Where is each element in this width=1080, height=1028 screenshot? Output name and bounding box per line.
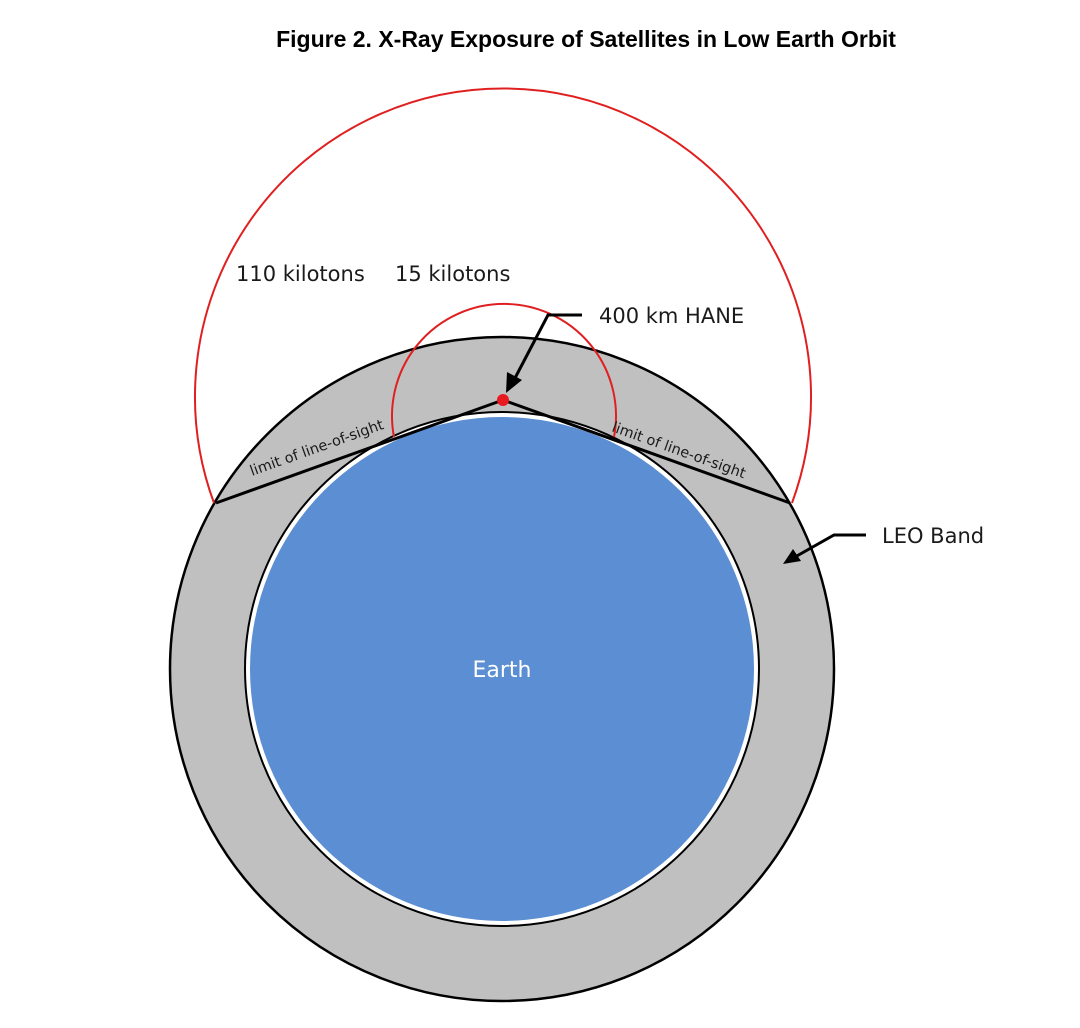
exposure-circle-110kt	[194, 87, 812, 504]
burst-arrow	[506, 313, 582, 393]
leo-band-arrow	[783, 533, 866, 564]
label-burst-hane: 400 km HANE	[599, 304, 744, 328]
page-title: Figure 2. X-Ray Exposure of Satellites i…	[276, 26, 896, 52]
label-earth: Earth	[473, 658, 532, 683]
line-of-sight-limit-right	[502, 398, 791, 505]
label-110-kilotons: 110 kilotons	[236, 262, 365, 286]
exposure-circle-15kt	[391, 303, 617, 438]
earth-disc	[250, 417, 754, 921]
label-15-kilotons: 15 kilotons	[395, 262, 510, 286]
burst-point-marker	[497, 394, 509, 406]
label-leo-band: LEO Band	[882, 524, 984, 548]
line-of-sight-limit-left	[215, 398, 504, 505]
